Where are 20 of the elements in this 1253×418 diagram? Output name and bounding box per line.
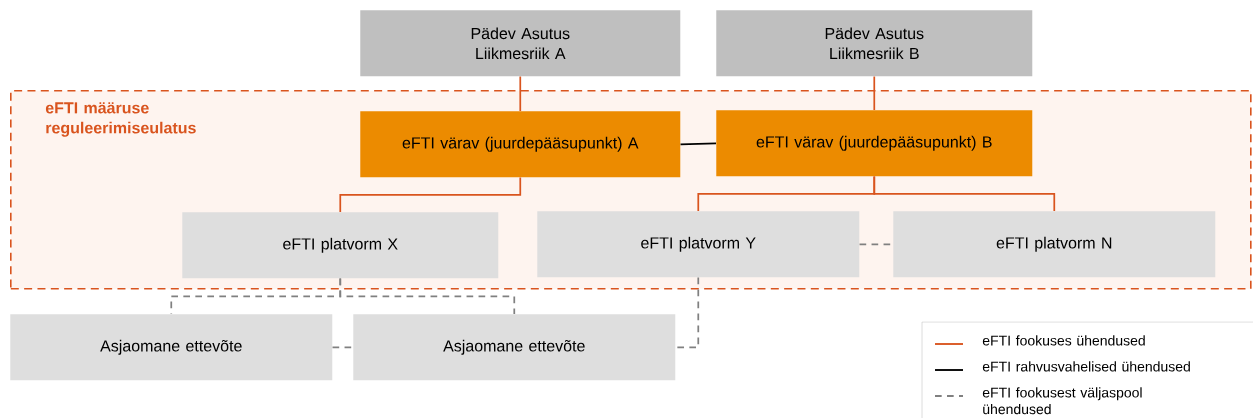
legend-entry: eFTI fookuses ühendused xyxy=(934,335,1145,346)
authority-box: Pädev Asutus Liikmesriik B xyxy=(716,10,1033,77)
platform-box: eFTI platvorm Y xyxy=(537,211,860,278)
platform-box: eFTI platvorm X xyxy=(182,212,499,279)
gateway-box: eFTI värav (juurdepääsupunkt) A xyxy=(360,111,681,178)
company-box: Asjaomane ettevõte xyxy=(353,314,676,381)
connector xyxy=(519,75,522,112)
connector xyxy=(873,75,876,111)
gateway-box: eFTI värav (juurdepääsupunkt) B xyxy=(716,110,1033,177)
connector xyxy=(339,277,516,315)
connector xyxy=(331,346,354,349)
legend-entry: eFTI fookusest väljaspool ühendused xyxy=(934,387,1142,415)
connector xyxy=(873,175,1056,212)
connector xyxy=(674,276,700,349)
company-box: Asjaomane ettevõte xyxy=(10,314,333,381)
connector xyxy=(339,176,522,213)
connector xyxy=(679,142,717,146)
platform-box: eFTI platvorm N xyxy=(893,211,1216,278)
legend-entry: eFTI rahvusvahelised ühendused xyxy=(934,361,1190,372)
authority-box: Pädev Asutus Liikmesriik A xyxy=(360,10,681,77)
